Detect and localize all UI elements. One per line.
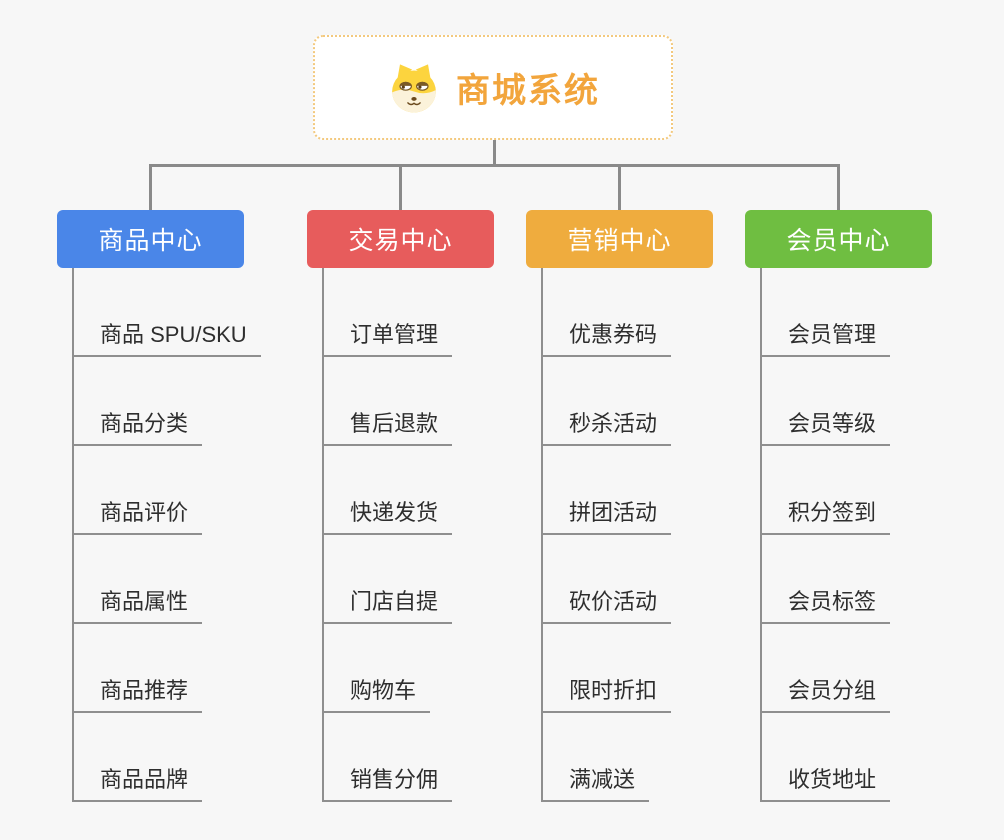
leaf-node[interactable]: 收货地址 [760,760,891,802]
leaf-node[interactable]: 砍价活动 [541,582,672,624]
branch-product-center: 商品中心 商品 SPU/SKU 商品分类商品评价商品属性商品推荐商品品牌 [57,210,287,810]
branch-node[interactable]: 商品中心 [57,210,244,268]
branch-trade-center: 交易中心 订单管理售后退款快递发货门店自提购物车销售分佣 [307,210,537,810]
leaf-node[interactable]: 商品品牌 [72,760,203,802]
root-title: 商城系统 [456,72,600,110]
leaf-node[interactable]: 积分签到 [760,493,891,535]
leaf-node[interactable]: 商品属性 [72,582,203,624]
leaf-node[interactable]: 商品 SPU/SKU [72,315,261,357]
shiba-dog-icon [392,63,436,112]
leaf-node[interactable]: 优惠券码 [541,315,672,357]
leaf-node[interactable]: 会员等级 [760,404,891,446]
leaf-node[interactable]: 会员标签 [760,582,891,624]
leaf-node[interactable]: 秒杀活动 [541,404,672,446]
branch-member-center: 会员中心 会员管理会员等级积分签到会员标签会员分组收货地址 [745,210,975,810]
branch-node[interactable]: 会员中心 [745,210,932,268]
leaf-node[interactable]: 会员管理 [760,315,891,357]
horizontal-connector-line [149,164,840,167]
leaf-node[interactable]: 限时折扣 [541,671,672,713]
leaf-node[interactable]: 商品评价 [72,493,203,535]
root-trunk-line [493,140,496,166]
leaf-node[interactable]: 商品推荐 [72,671,203,713]
branch-node[interactable]: 交易中心 [307,210,494,268]
leaf-node[interactable]: 拼团活动 [541,493,672,535]
branch-drop-line [837,164,840,210]
leaf-node[interactable]: 门店自提 [322,582,453,624]
leaf-node[interactable]: 售后退款 [322,404,453,446]
leaf-node[interactable]: 快递发货 [322,493,453,535]
leaf-node[interactable]: 会员分组 [760,671,891,713]
leaf-node[interactable]: 订单管理 [322,315,453,357]
branch-drop-line [149,164,152,210]
branch-drop-line [618,164,621,210]
leaf-node[interactable]: 购物车 [322,671,431,713]
leaf-node[interactable]: 满减送 [541,760,650,802]
branch-node[interactable]: 营销中心 [526,210,713,268]
leaf-node[interactable]: 商品分类 [72,404,203,446]
branch-marketing-center: 营销中心 优惠券码秒杀活动拼团活动砍价活动限时折扣满减送 [526,210,756,810]
root-node[interactable]: 商城系统 [313,35,673,140]
branch-drop-line [399,164,402,210]
leaf-node[interactable]: 销售分佣 [322,760,453,802]
